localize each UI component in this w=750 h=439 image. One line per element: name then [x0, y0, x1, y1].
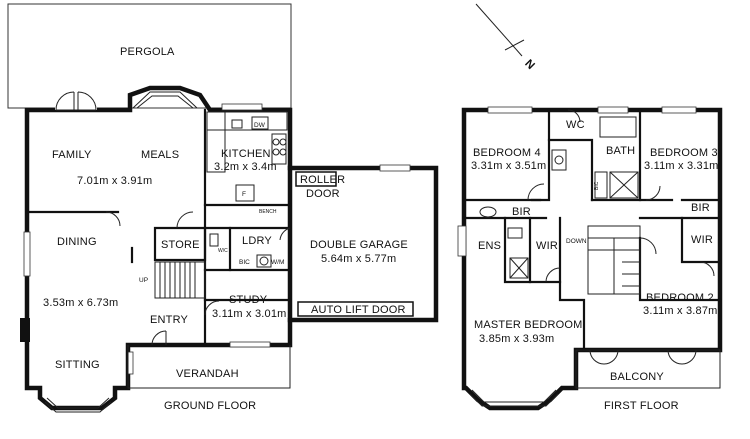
- label-kitchen-dim: 3.2m x 3.4m: [214, 161, 277, 173]
- label-auto-lift-door: AUTO LIFT DOOR: [311, 304, 406, 316]
- label-garage: DOUBLE GARAGE: [310, 239, 408, 251]
- label-ground-floor: GROUND FLOOR: [164, 400, 256, 412]
- label-bedroom4-dim: 3.31m x 3.51m: [471, 160, 546, 172]
- label-dw: DW: [254, 122, 266, 129]
- label-roller-door: DOOR: [306, 188, 340, 200]
- label-down: DOWN: [566, 238, 587, 245]
- label-bench: BENCH: [259, 209, 277, 215]
- label-entry: ENTRY: [150, 314, 189, 326]
- label-study: STUDY: [229, 294, 268, 306]
- label-bir-left: BIR: [512, 206, 531, 218]
- label-bedroom2-dim: 3.11m x 3.87m: [643, 305, 718, 317]
- label-family-meals-dim: 7.01m x 3.91m: [77, 175, 152, 187]
- label-bir-right: BIR: [691, 202, 710, 214]
- label-ground-wc: W/C: [218, 248, 228, 254]
- label-first-bic: BIC: [594, 181, 600, 190]
- label-balcony: BALCONY: [610, 371, 664, 383]
- north-label: N: [522, 58, 537, 73]
- label-kitchen: KITCHEN: [221, 148, 271, 160]
- label-bedroom2: BEDROOM 2: [646, 292, 714, 304]
- label-ldry: LDRY: [242, 235, 272, 247]
- label-bedroom3: BEDROOM 3: [650, 147, 718, 159]
- label-pergola: PERGOLA: [120, 46, 175, 58]
- label-bedroom4: BEDROOM 4: [473, 147, 541, 159]
- pergola-outline: [7, 3, 292, 109]
- label-wir-right: WIR: [691, 234, 713, 246]
- ground-floor-plan: [7, 3, 439, 413]
- first-floor-plan: [457, 106, 723, 411]
- label-fridge: F: [242, 191, 246, 198]
- label-first-floor: FIRST FLOOR: [604, 400, 679, 412]
- label-roller: ROLLER: [300, 174, 345, 186]
- label-up: UP: [139, 277, 148, 284]
- label-meals: MEALS: [141, 149, 179, 161]
- label-garage-dim: 5.64m x 5.77m: [321, 253, 396, 265]
- label-ens: ENS: [478, 240, 501, 252]
- label-study-dim: 3.11m x 3.01m: [212, 308, 287, 320]
- label-master: MASTER BEDROOM: [474, 319, 583, 331]
- label-bath: BATH: [606, 145, 635, 157]
- label-sitting: SITTING: [55, 359, 100, 371]
- label-master-dim: 3.85m x 3.93m: [479, 333, 554, 345]
- label-verandah: VERANDAH: [176, 368, 239, 380]
- north-arrow: N: [475, 3, 537, 73]
- label-wir-left: WIR: [536, 240, 558, 252]
- label-family: FAMILY: [52, 149, 92, 161]
- label-dining-sitting-dim: 3.53m x 6.73m: [43, 297, 118, 309]
- label-ground-bic: BIC: [239, 259, 250, 266]
- label-bedroom3-dim: 3.11m x 3.31m: [644, 160, 719, 172]
- label-store: STORE: [161, 239, 200, 251]
- label-wm: W/M: [271, 259, 284, 266]
- label-first-wc: WC: [566, 119, 585, 131]
- label-dining: DINING: [57, 236, 97, 248]
